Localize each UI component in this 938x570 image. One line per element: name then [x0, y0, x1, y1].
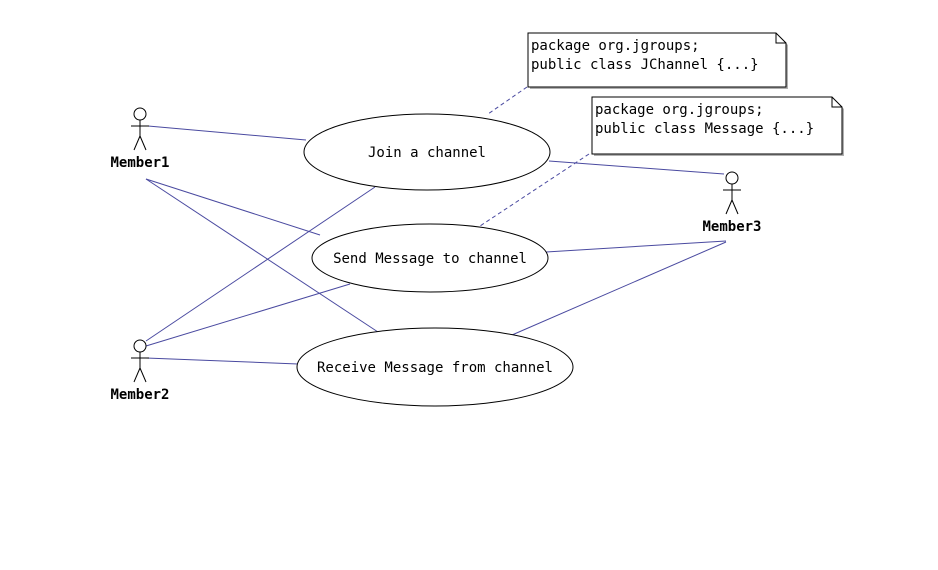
- association-member2-receive: [145, 357, 299, 365]
- note-fold: [775, 33, 786, 44]
- actor-head: [133, 107, 147, 121]
- association-member3-send: [545, 240, 727, 253]
- actor-label: Member1: [110, 155, 169, 171]
- note-body: [591, 96, 843, 155]
- association-member1-send: [145, 178, 321, 236]
- note-text-line: package org.jgroups;: [531, 38, 700, 54]
- actor-member1[interactable]: Member1: [110, 107, 170, 171]
- note-body: [527, 32, 787, 88]
- use-case-send[interactable]: Send Message to channel: [311, 223, 549, 293]
- actor-label: Member2: [110, 387, 169, 403]
- actor-label: Member3: [702, 219, 761, 235]
- association-member2-send: [145, 283, 351, 347]
- use-case-ellipse: [311, 223, 549, 293]
- use-case-label: Join a channel: [368, 145, 486, 161]
- association-layer: [145, 86, 727, 365]
- actor-left-leg: [133, 367, 141, 383]
- note-message[interactable]: package org.jgroups; public class Message…: [591, 96, 844, 156]
- use-case-receive[interactable]: Receive Message from channel: [296, 327, 574, 407]
- actor-member3[interactable]: Member3: [702, 171, 762, 235]
- association-member1-join: [147, 125, 307, 141]
- note-jchannel[interactable]: package org.jgroups; public class JChanne…: [527, 32, 788, 89]
- actor-head: [133, 339, 147, 353]
- actor-right-leg: [139, 135, 147, 151]
- note-text-line: package org.jgroups;: [595, 102, 764, 118]
- association-member2-join: [145, 186, 376, 342]
- actor-left-leg: [725, 199, 733, 215]
- association-member3-join: [548, 160, 725, 175]
- use-case-label: Receive Message from channel: [317, 360, 553, 376]
- use-case-ellipse: [303, 113, 551, 191]
- note-text-line: public class Message {...}: [595, 121, 814, 137]
- note-link-join: [487, 86, 528, 115]
- actor-left-leg: [133, 135, 141, 151]
- actor-head: [725, 171, 739, 185]
- association-member3-receive: [511, 241, 727, 336]
- actor-member2[interactable]: Member2: [110, 339, 170, 403]
- use-case-ellipse: [296, 327, 574, 407]
- association-member1-receive: [145, 178, 379, 333]
- use-case-label: Send Message to channel: [333, 251, 527, 267]
- use-case-join[interactable]: Join a channel: [303, 113, 551, 191]
- note-link-send: [479, 153, 590, 227]
- note-fold: [831, 97, 842, 108]
- note-text-line: public class JChannel {...}: [531, 57, 759, 73]
- actor-right-leg: [139, 367, 147, 383]
- actor-right-leg: [731, 199, 739, 215]
